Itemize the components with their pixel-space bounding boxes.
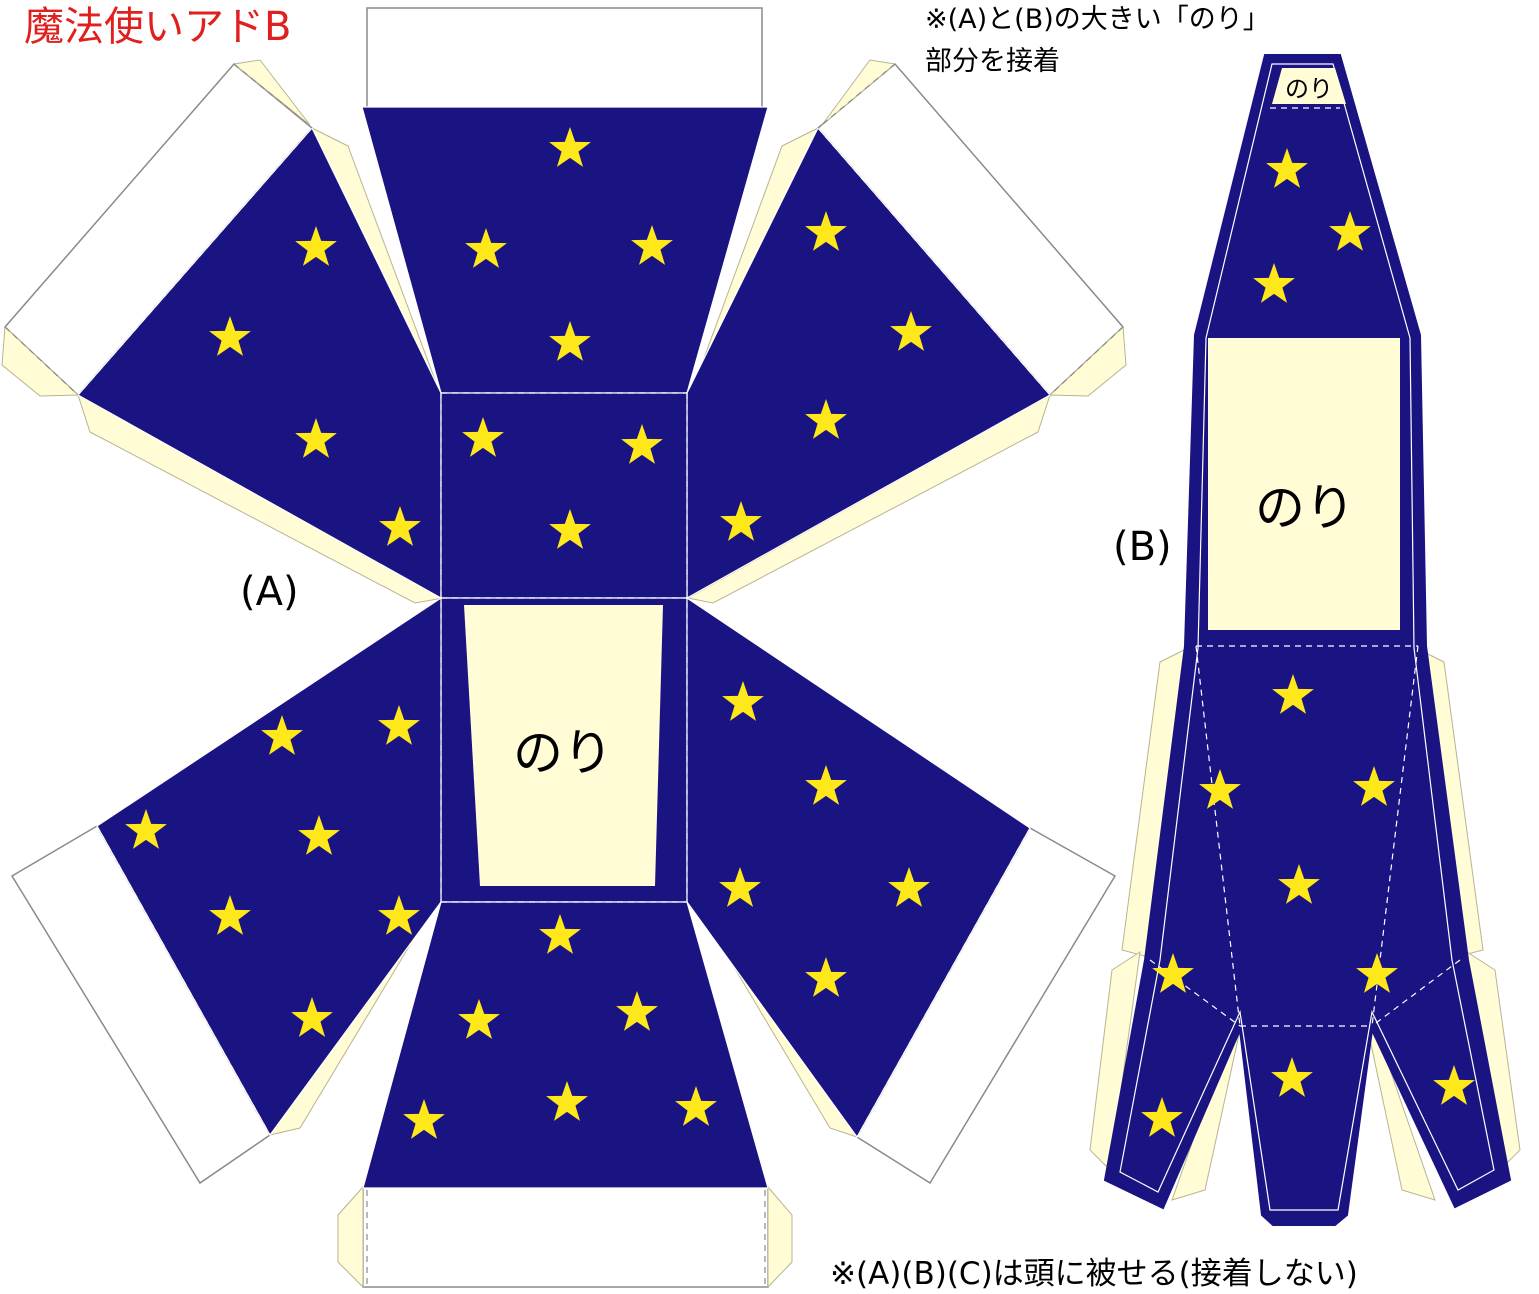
tab-top — [366, 7, 763, 109]
glue-area-b-top — [1272, 68, 1346, 104]
part-a — [1, 7, 1127, 1289]
note-top-line1: ※(A)と(B)の大きい「のり」 — [925, 4, 1270, 35]
tab-bottom — [362, 1186, 769, 1288]
label-b: (B) — [1113, 524, 1172, 570]
glue-area-a — [464, 605, 663, 886]
part-b-fold-lines — [1149, 107, 1461, 1027]
part-a-fold-lines — [77, 127, 1051, 1138]
glue-area-b — [1208, 338, 1400, 630]
part-a-white-tabs — [3, 7, 1125, 1288]
note-top-line2: 部分を接着 — [925, 46, 1060, 77]
sheet-title: 魔法使いアドB — [24, 4, 291, 50]
glue-label-a: のり — [513, 724, 613, 782]
note-bottom: ※(A)(B)(C)は頭に被せる(接着しない) — [830, 1256, 1358, 1292]
part-b-body — [1103, 54, 1512, 1226]
label-a: (A) — [240, 569, 299, 615]
panel-center-top — [440, 392, 688, 599]
part-b-glue-flaps — [1089, 647, 1521, 1201]
glue-label-b-small: のり — [1285, 75, 1333, 103]
panel-bottom — [362, 901, 769, 1189]
glue-label-b: のり — [1255, 479, 1355, 537]
part-b — [1089, 54, 1521, 1226]
